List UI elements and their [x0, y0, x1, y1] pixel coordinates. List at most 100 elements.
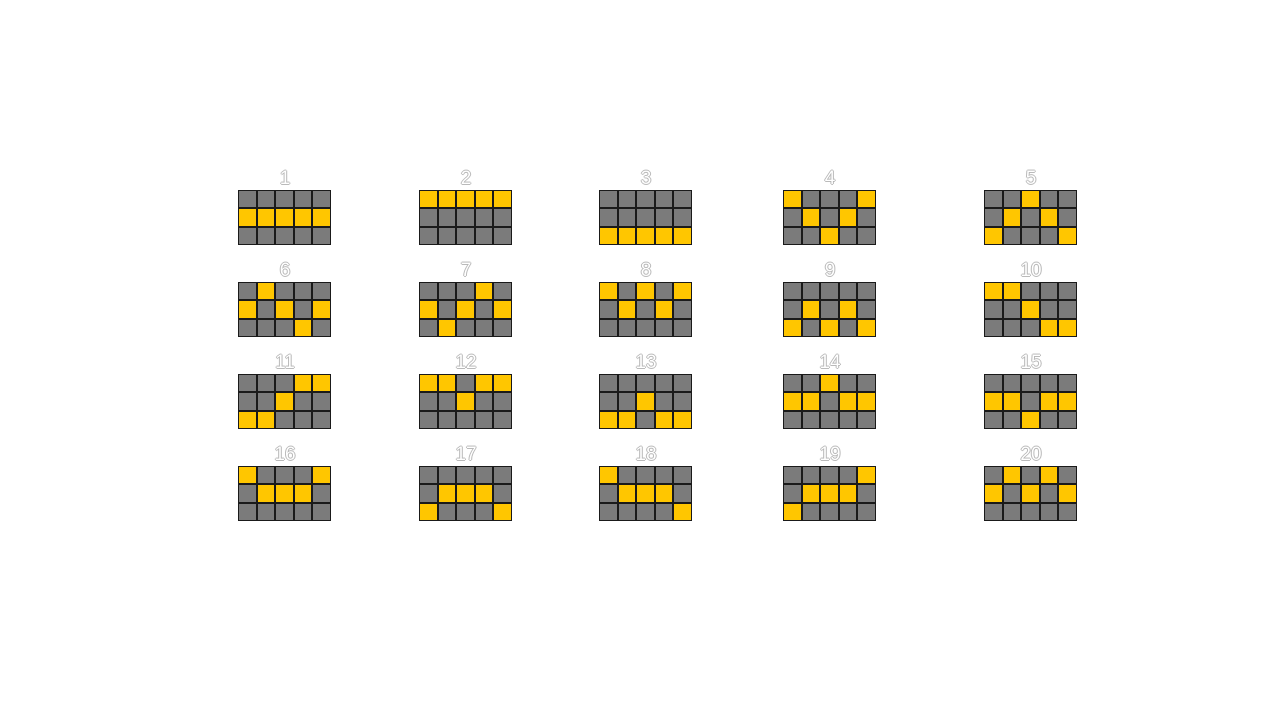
payline-cell-active — [494, 301, 511, 318]
payline-cell — [784, 467, 801, 484]
payline-cell — [618, 393, 636, 410]
payline-cell — [618, 209, 636, 226]
payline-number: 5 — [1025, 168, 1037, 189]
payline-cell-active — [257, 283, 275, 300]
payline-cell — [438, 301, 456, 318]
payline-cell-active — [239, 467, 256, 484]
payline-cell-active — [655, 485, 673, 502]
payline-cell — [784, 301, 801, 318]
payline-cell-active — [475, 191, 493, 208]
payline-grid — [984, 282, 1077, 337]
payline-cell — [239, 503, 256, 520]
payline-cell — [294, 227, 312, 244]
payline-cell — [276, 503, 293, 520]
payline-cell — [420, 283, 437, 300]
payline-17: 17 — [419, 444, 513, 521]
payline-cell — [257, 319, 275, 336]
payline-cell — [674, 191, 691, 208]
payline-cell — [457, 283, 474, 300]
payline-cell — [475, 209, 493, 226]
payline-cell — [784, 485, 801, 502]
payline-cell-active — [457, 485, 474, 502]
payline-cell-active — [276, 301, 293, 318]
payline-cell — [420, 485, 437, 502]
payline-cell — [655, 467, 673, 484]
payline-cell — [1003, 301, 1021, 318]
payline-cell-active — [239, 209, 256, 226]
payline-cell — [1040, 227, 1058, 244]
payline-grid — [783, 190, 876, 245]
payline-cell — [821, 411, 838, 428]
payline-8: 8 — [599, 260, 693, 337]
payline-cell — [1022, 319, 1039, 336]
payline-cell-active — [821, 227, 838, 244]
payline-cell — [257, 301, 275, 318]
payline-cell — [1022, 375, 1039, 392]
payline-cell-active — [839, 301, 857, 318]
payline-cell — [1003, 485, 1021, 502]
payline-cell — [839, 503, 857, 520]
payline-cell-active — [276, 485, 293, 502]
payline-cell — [494, 467, 511, 484]
payline-cell — [1022, 467, 1039, 484]
payline-cell — [674, 375, 691, 392]
payline-12: 12 — [419, 352, 513, 429]
payline-cell — [674, 319, 691, 336]
payline-cell — [802, 283, 820, 300]
payline-cell — [438, 393, 456, 410]
payline-cell-active — [637, 485, 654, 502]
payline-cell — [494, 319, 511, 336]
payline-cell — [1040, 301, 1058, 318]
payline-cell-active — [475, 485, 493, 502]
payline-cell — [600, 301, 617, 318]
payline-grid — [599, 282, 692, 337]
payline-cell-active — [239, 411, 256, 428]
payline-cell — [438, 503, 456, 520]
payline-cell-active — [784, 319, 801, 336]
payline-cell — [494, 209, 511, 226]
payline-cell — [313, 227, 330, 244]
payline-cell — [821, 191, 838, 208]
payline-cell-active — [802, 209, 820, 226]
payline-cell-active — [821, 319, 838, 336]
payline-cell — [839, 411, 857, 428]
payline-cell-active — [821, 485, 838, 502]
payline-cell — [821, 283, 838, 300]
payline-cell — [655, 503, 673, 520]
payline-14: 14 — [783, 352, 877, 429]
payline-cell-active — [858, 191, 875, 208]
payline-cell-active — [637, 283, 654, 300]
payline-cell — [313, 283, 330, 300]
payline-cell-active — [1059, 319, 1076, 336]
payline-cell — [276, 319, 293, 336]
payline-cell — [239, 227, 256, 244]
payline-cell-active — [1040, 209, 1058, 226]
payline-cell — [313, 503, 330, 520]
payline-cell — [637, 319, 654, 336]
payline-cell-active — [655, 301, 673, 318]
payline-grid — [599, 190, 692, 245]
payline-cell — [294, 301, 312, 318]
payline-cell — [821, 467, 838, 484]
payline-cell — [1003, 503, 1021, 520]
payline-cell — [858, 227, 875, 244]
payline-cell-active — [618, 411, 636, 428]
payline-cell — [858, 301, 875, 318]
payline-cell-active — [600, 411, 617, 428]
payline-cell — [600, 375, 617, 392]
payline-number: 18 — [635, 444, 657, 465]
payline-grid — [984, 190, 1077, 245]
payline-cell-active — [475, 375, 493, 392]
payline-cell — [821, 209, 838, 226]
payline-grid — [783, 466, 876, 521]
payline-cell — [457, 227, 474, 244]
payline-18: 18 — [599, 444, 693, 521]
payline-cell — [1022, 393, 1039, 410]
payline-cell — [420, 393, 437, 410]
payline-cell-active — [475, 283, 493, 300]
payline-cell-active — [655, 411, 673, 428]
payline-cell — [257, 467, 275, 484]
payline-cell — [1059, 209, 1076, 226]
payline-cell — [420, 227, 437, 244]
payline-cell — [618, 503, 636, 520]
